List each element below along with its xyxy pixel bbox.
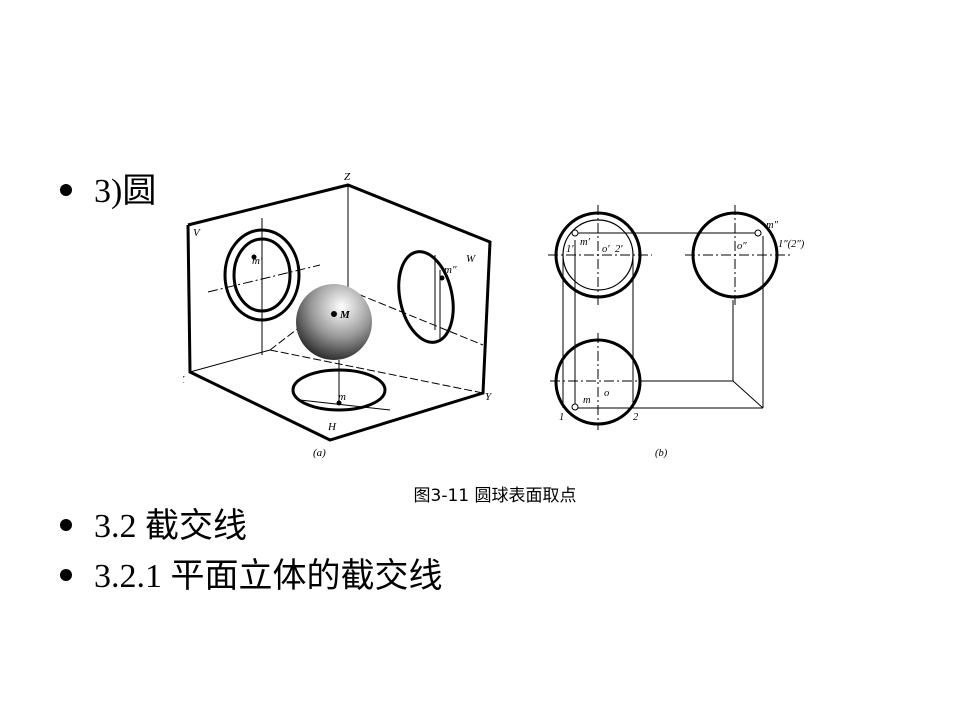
bullet-section-3-2-1: 3.2.1 平面立体的截交线: [60, 557, 443, 597]
bullet-text: 3.2.1 平面立体的截交线: [94, 558, 443, 595]
axis-y-label: Y: [485, 391, 493, 403]
front-o-label: o′: [602, 244, 610, 255]
point-M-label: M: [339, 309, 351, 321]
bullet-sphere-title: 3)圆: [60, 172, 156, 212]
panel-b-orthographic: [548, 205, 790, 430]
top-m-label: m: [583, 395, 591, 406]
panel-b-label: (b): [655, 448, 668, 459]
plane-v-label: V: [193, 227, 201, 239]
panel-a-isometric: [186, 183, 492, 442]
side-o-label: o″: [737, 241, 747, 252]
point-m-side-label: m″: [444, 264, 457, 276]
bullet-text: 3)圆: [94, 173, 157, 210]
side-m-label: m″: [766, 220, 779, 231]
bullet-dot: [60, 184, 72, 197]
top-o-label: o: [604, 388, 609, 399]
top-point-1-label: 1: [559, 412, 564, 423]
bullet-dot: [60, 519, 72, 532]
front-m-label: m′: [580, 237, 591, 248]
axis-x-label: X: [183, 374, 186, 386]
bullet-dot: [60, 569, 72, 582]
sphere-image: [296, 284, 372, 360]
axis-z-label: Z: [344, 171, 351, 183]
bullet-text: 3.2 截交线: [94, 508, 247, 545]
panel-a-label: (a): [313, 447, 326, 459]
figure-caption: 图3-11 圆球表面取点: [413, 486, 577, 506]
side-point-label: 1″(2″): [778, 239, 805, 250]
front-point-1-label: 1′: [566, 244, 574, 255]
plane-h-label: H: [327, 421, 337, 433]
point-m-top-label: m: [338, 391, 346, 403]
front-point-2-label: 2′: [615, 244, 623, 255]
bullet-section-3-2: 3.2 截交线: [60, 507, 247, 547]
sphere-projection-figure: Z X Y V W H M m′ m″ m (a): [183, 165, 823, 465]
top-point-2-label: 2: [633, 412, 639, 423]
plane-w-label: W: [466, 253, 476, 265]
point-m-front-label: m′: [252, 255, 263, 267]
